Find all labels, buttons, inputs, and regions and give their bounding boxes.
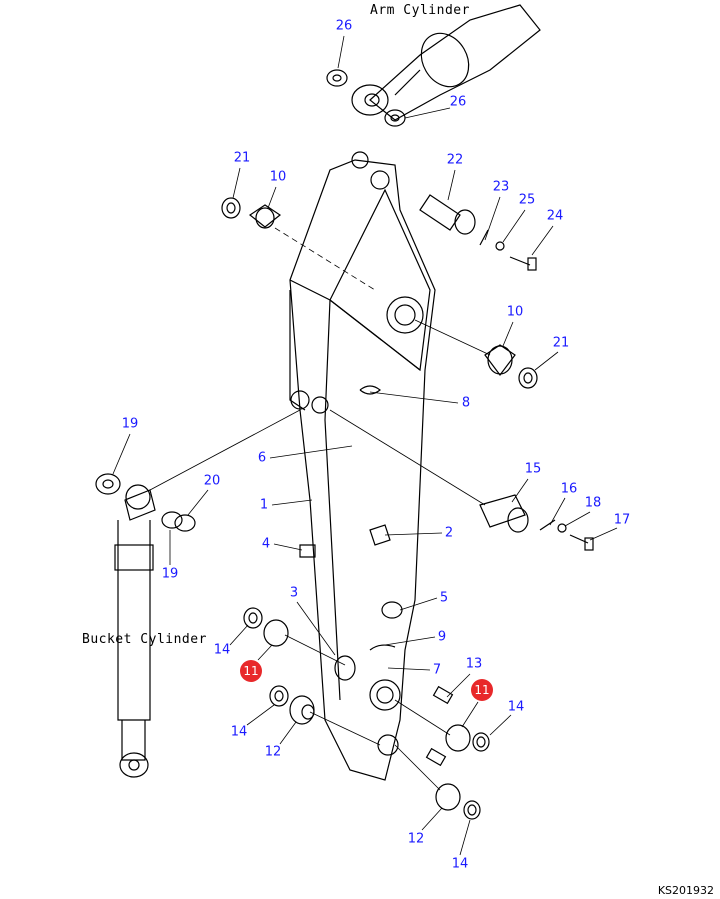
callout-14[interactable]: 14	[230, 724, 248, 740]
drawing-number: KS201932	[657, 884, 714, 897]
arm-cylinder-caption: Arm Cylinder	[370, 3, 470, 18]
callout-10[interactable]: 10	[506, 304, 524, 320]
callout-1[interactable]: 1	[259, 497, 269, 513]
callout-14[interactable]: 14	[451, 856, 469, 872]
boom-body	[289, 151, 436, 781]
callout-24[interactable]: 24	[546, 208, 564, 224]
bucket-cylinder-drawing	[95, 473, 196, 778]
callout-16[interactable]: 16	[560, 481, 578, 497]
callout-14[interactable]: 14	[213, 642, 231, 658]
callout-20[interactable]: 20	[203, 473, 221, 489]
callout-9[interactable]: 9	[437, 629, 447, 645]
callout-4[interactable]: 4	[261, 536, 271, 552]
callout-25[interactable]: 25	[518, 192, 536, 208]
callout-12[interactable]: 12	[407, 831, 425, 847]
callout-15[interactable]: 15	[524, 461, 542, 477]
callout-12[interactable]: 12	[264, 744, 282, 760]
callout-14[interactable]: 14	[507, 699, 525, 715]
callout-5[interactable]: 5	[439, 590, 449, 606]
callout-3[interactable]: 3	[289, 585, 299, 601]
callout-11-highlighted[interactable]: 11	[240, 660, 262, 682]
arm-cylinder-drawing	[351, 4, 541, 121]
callout-21[interactable]: 21	[233, 150, 251, 166]
leader-lines	[112, 35, 618, 856]
callout-8[interactable]: 8	[461, 395, 471, 411]
callout-17[interactable]: 17	[613, 512, 631, 528]
callout-18[interactable]: 18	[584, 495, 602, 511]
bucket-cylinder-caption: Bucket Cylinder	[82, 632, 207, 647]
callout-22[interactable]: 22	[446, 152, 464, 168]
callout-26[interactable]: 26	[335, 18, 353, 34]
callout-6[interactable]: 6	[257, 450, 267, 466]
callout-26[interactable]: 26	[449, 94, 467, 110]
callout-13[interactable]: 13	[465, 656, 483, 672]
callout-11-highlighted[interactable]: 11	[471, 679, 493, 701]
callout-19[interactable]: 19	[161, 566, 179, 582]
callout-19[interactable]: 19	[121, 416, 139, 432]
callout-2[interactable]: 2	[444, 525, 454, 541]
callout-7[interactable]: 7	[432, 662, 442, 678]
callout-21[interactable]: 21	[552, 335, 570, 351]
callout-10[interactable]: 10	[269, 169, 287, 185]
pins-and-bushings	[221, 194, 594, 820]
callout-23[interactable]: 23	[492, 179, 510, 195]
